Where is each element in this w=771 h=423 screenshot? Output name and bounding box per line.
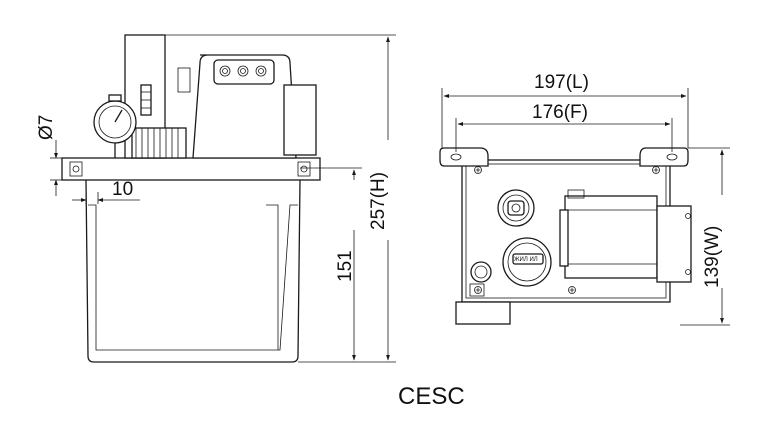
pump-cap xyxy=(497,189,535,227)
terminal-screw xyxy=(237,65,249,77)
model-caption: CESC xyxy=(398,383,465,410)
mounting-ear-right xyxy=(639,147,689,167)
motor-body xyxy=(564,195,658,279)
dim-length: 197(L) xyxy=(534,72,589,93)
filter-label: ЖИЛ ИЛ xyxy=(514,257,538,263)
reservoir-tank xyxy=(85,179,301,363)
tank-oil-level-line xyxy=(88,204,298,351)
gauge-needle xyxy=(114,109,123,123)
terminal-screw xyxy=(255,65,267,77)
dim-offset: 10 xyxy=(112,179,133,200)
motor-end-cap xyxy=(656,205,692,283)
top-view: ЖИЛ ИЛ 197(L) 176(F) 139(W) xyxy=(439,72,730,326)
dim-fixing: 176(F) xyxy=(532,102,588,123)
terminal-screw xyxy=(219,65,231,77)
front-view: Ø7 10 151 257(H) xyxy=(36,34,396,363)
drain-block xyxy=(455,301,511,325)
mounting-flange xyxy=(61,157,321,181)
corner-screws xyxy=(474,166,660,294)
dim-diameter: Ø7 xyxy=(36,115,57,140)
dim-height: 257(H) xyxy=(368,172,389,230)
dim-width: 139(W) xyxy=(702,226,723,288)
filler-cap xyxy=(131,127,187,159)
gauge-top xyxy=(470,261,492,283)
filter-cap xyxy=(502,237,552,287)
mounting-ear-left xyxy=(439,147,489,167)
dim-level: 151 xyxy=(335,250,356,282)
